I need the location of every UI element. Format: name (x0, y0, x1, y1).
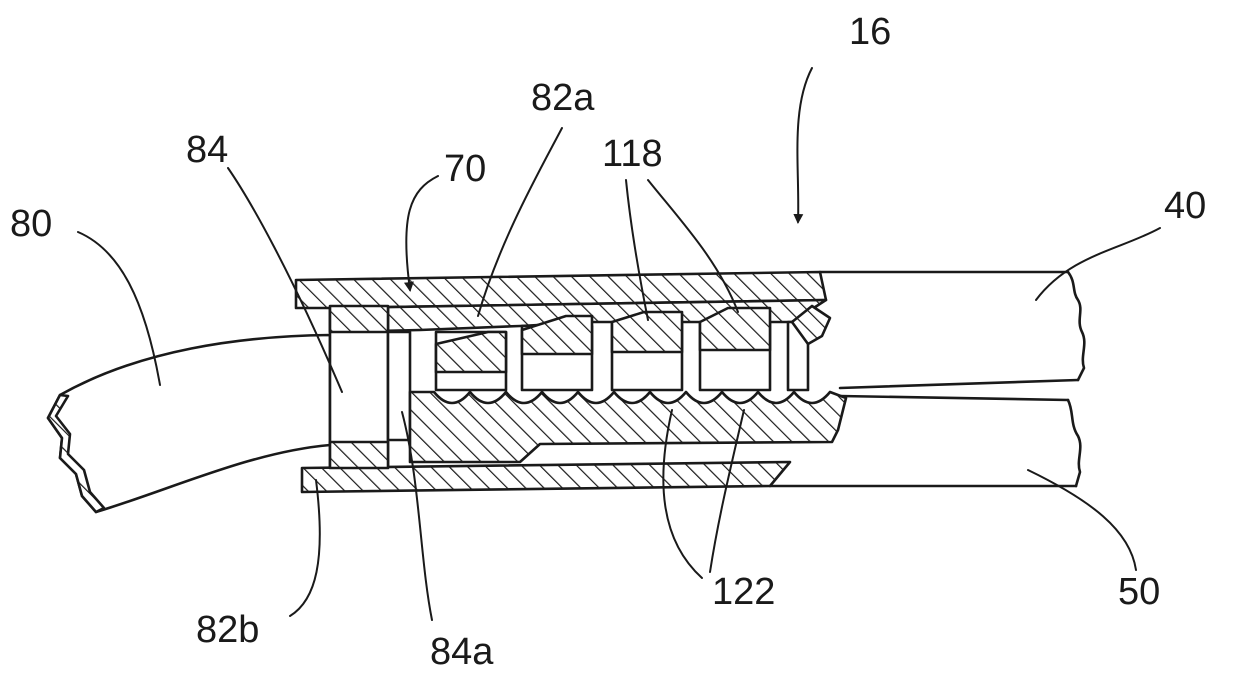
label-16: 16 (849, 11, 891, 53)
cavity-3 (612, 312, 682, 390)
label-80: 80 (10, 203, 52, 245)
cavity-2 (522, 316, 592, 390)
tube-80 (48, 335, 330, 512)
reference-labels: 16 82a 84 70 118 80 40 122 50 82b 84a (10, 11, 1206, 673)
label-84: 84 (186, 129, 228, 171)
sliding-body (410, 392, 846, 462)
part-84 (388, 332, 410, 440)
label-82a: 82a (531, 77, 595, 119)
label-82b: 82b (196, 609, 259, 651)
cavity-4 (700, 308, 770, 390)
label-84a: 84a (430, 631, 494, 673)
label-122: 122 (712, 571, 775, 613)
end-cavity (788, 306, 830, 390)
housing-left-wall (330, 306, 388, 468)
label-70: 70 (444, 148, 486, 190)
label-50: 50 (1118, 571, 1160, 613)
cavity-1 (436, 332, 506, 390)
label-40: 40 (1164, 185, 1206, 227)
label-118: 118 (602, 133, 663, 175)
